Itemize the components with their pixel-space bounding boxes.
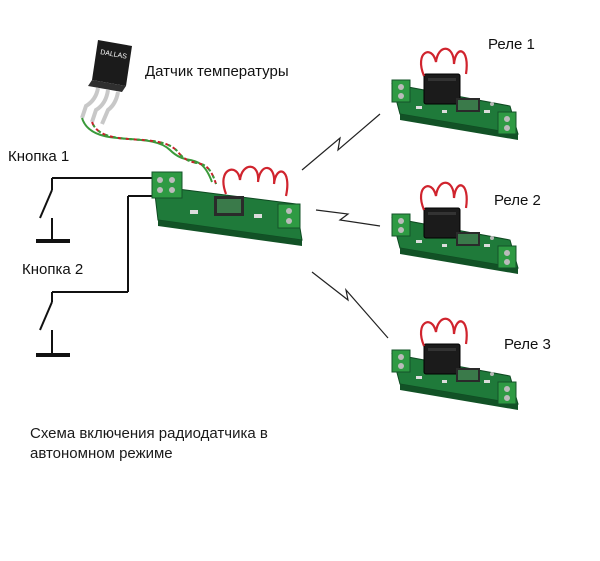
push-button-symbol [39,301,53,331]
transmitter-terminal-right [277,203,301,229]
button-2 [36,195,170,357]
sensor-chip-text: DALLAS [100,49,128,61]
transmitter-terminal-left [151,171,183,199]
button-1 [36,177,154,243]
relay-board-1 [390,47,520,142]
radio-links [301,113,389,339]
temperature-sensor: DALLAS [80,40,217,185]
diagram-caption: Схема включения радиодатчика в автономно… [30,425,268,462]
zigzag-radio-link [311,271,389,339]
push-button-symbol [39,189,53,219]
button-2-label: Кнопка 2 [22,261,84,278]
button-1-label: Кнопка 1 [8,148,70,165]
zigzag-radio-link [301,113,381,171]
relay-board-3 [390,317,520,412]
radio-transmitter-board [151,165,303,246]
ds18b20-sensor-icon: DALLAS [80,40,132,125]
transmitter-antenna [222,165,289,197]
relay-1-label: Реле 1 [488,36,535,53]
sensor-wire-green [81,117,213,183]
sensor-wire-red [91,121,217,185]
zigzag-radio-link [315,209,381,227]
relay-3-label: Реле 3 [504,336,551,353]
relay-2-label: Реле 2 [494,192,541,209]
sensor-label: Датчик температуры [145,63,289,80]
